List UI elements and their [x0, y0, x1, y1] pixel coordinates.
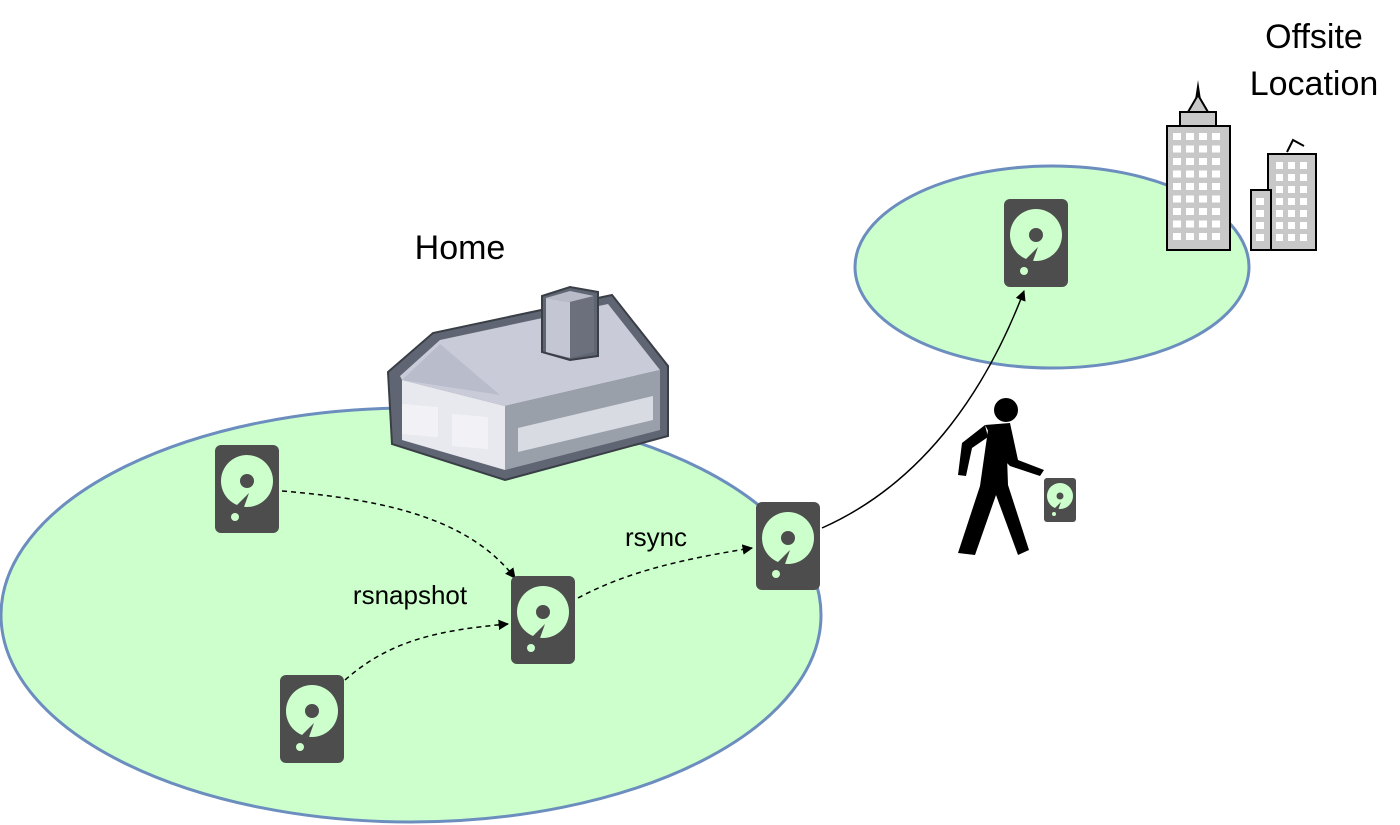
offsite-transfer-connector — [821, 290, 1026, 529]
offsite-label-line1: Offsite — [1265, 18, 1363, 56]
home-zone — [0, 406, 823, 824]
rsync-label: rsync — [625, 522, 687, 552]
walking-person-icon — [958, 398, 1044, 555]
office-buildings-icon — [1166, 80, 1317, 251]
house-icon — [386, 285, 669, 482]
home-label: Home — [415, 229, 506, 267]
rsnapshot-label: rsnapshot — [353, 580, 468, 610]
carried-drive-icon — [1044, 478, 1076, 522]
source-drive-1-icon — [215, 445, 279, 533]
source-drive-2-icon — [280, 675, 344, 763]
snapshot-drive-icon — [511, 576, 575, 664]
rsync-connector — [577, 544, 754, 599]
portable-drive-icon — [756, 502, 820, 590]
rsnapshot-connector-top — [281, 490, 516, 579]
offsite-drive-icon — [1004, 199, 1068, 287]
offsite-label-line2: Location — [1250, 65, 1379, 103]
rsnapshot-connector-bottom — [344, 619, 510, 681]
